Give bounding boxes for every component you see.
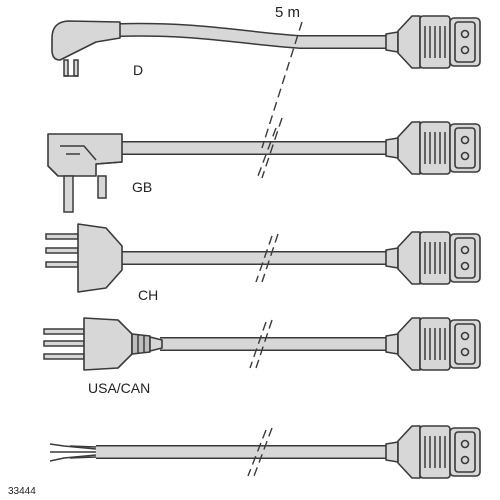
cable-usa-label: USA/CAN bbox=[88, 380, 150, 396]
plug-ch bbox=[45, 223, 123, 293]
cable-ch: CH bbox=[45, 223, 388, 303]
plug-d bbox=[51, 20, 121, 77]
connectors bbox=[385, 15, 481, 479]
bare-wire-ends bbox=[49, 443, 97, 462]
cable-bare bbox=[49, 443, 388, 462]
cable-d: D bbox=[51, 20, 388, 78]
connector-ch bbox=[385, 231, 481, 285]
plug-usa bbox=[43, 317, 163, 371]
cable-gb: GB bbox=[47, 133, 388, 213]
cable-length-label: 5 m bbox=[275, 4, 300, 21]
connector-bare bbox=[385, 425, 481, 479]
length-break-marks bbox=[247, 21, 303, 477]
cable-ch-label: CH bbox=[138, 287, 158, 303]
cable-d-wire-fill bbox=[117, 24, 388, 48]
connector-d bbox=[385, 15, 481, 69]
cable-gb-label: GB bbox=[132, 179, 152, 195]
figure-number: 33444 bbox=[8, 486, 36, 497]
cable-d-label: D bbox=[133, 62, 143, 78]
cable-usa: USA/CAN bbox=[43, 317, 388, 396]
connector-gb bbox=[385, 121, 481, 175]
plug-gb bbox=[47, 133, 123, 213]
connector-usa bbox=[385, 317, 481, 371]
